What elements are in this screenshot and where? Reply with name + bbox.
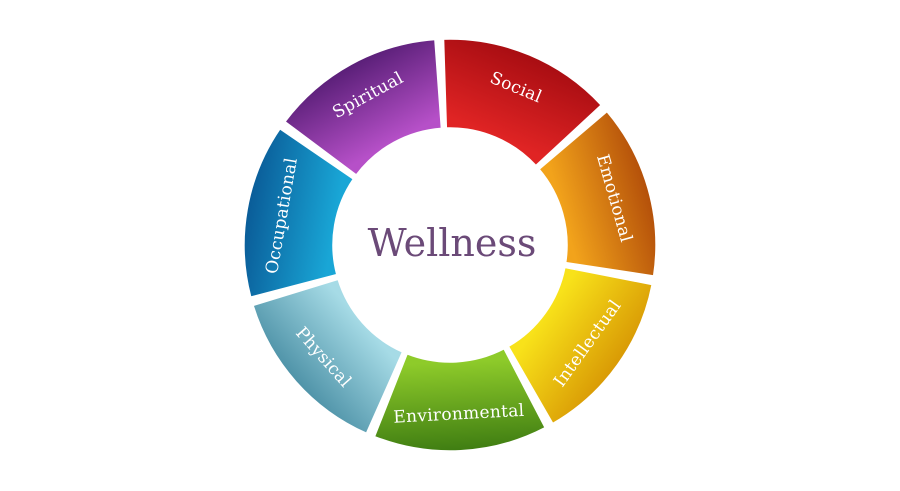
center-title: Wellness	[368, 221, 537, 265]
segment-occupational	[243, 127, 355, 299]
segment-physical	[252, 278, 404, 435]
segment-intellectual	[507, 266, 654, 425]
segments-layer	[243, 38, 657, 452]
segment-emotional	[538, 110, 657, 277]
segment-environmental	[373, 347, 547, 452]
segment-spiritual	[283, 38, 443, 177]
segment-social	[442, 38, 603, 167]
